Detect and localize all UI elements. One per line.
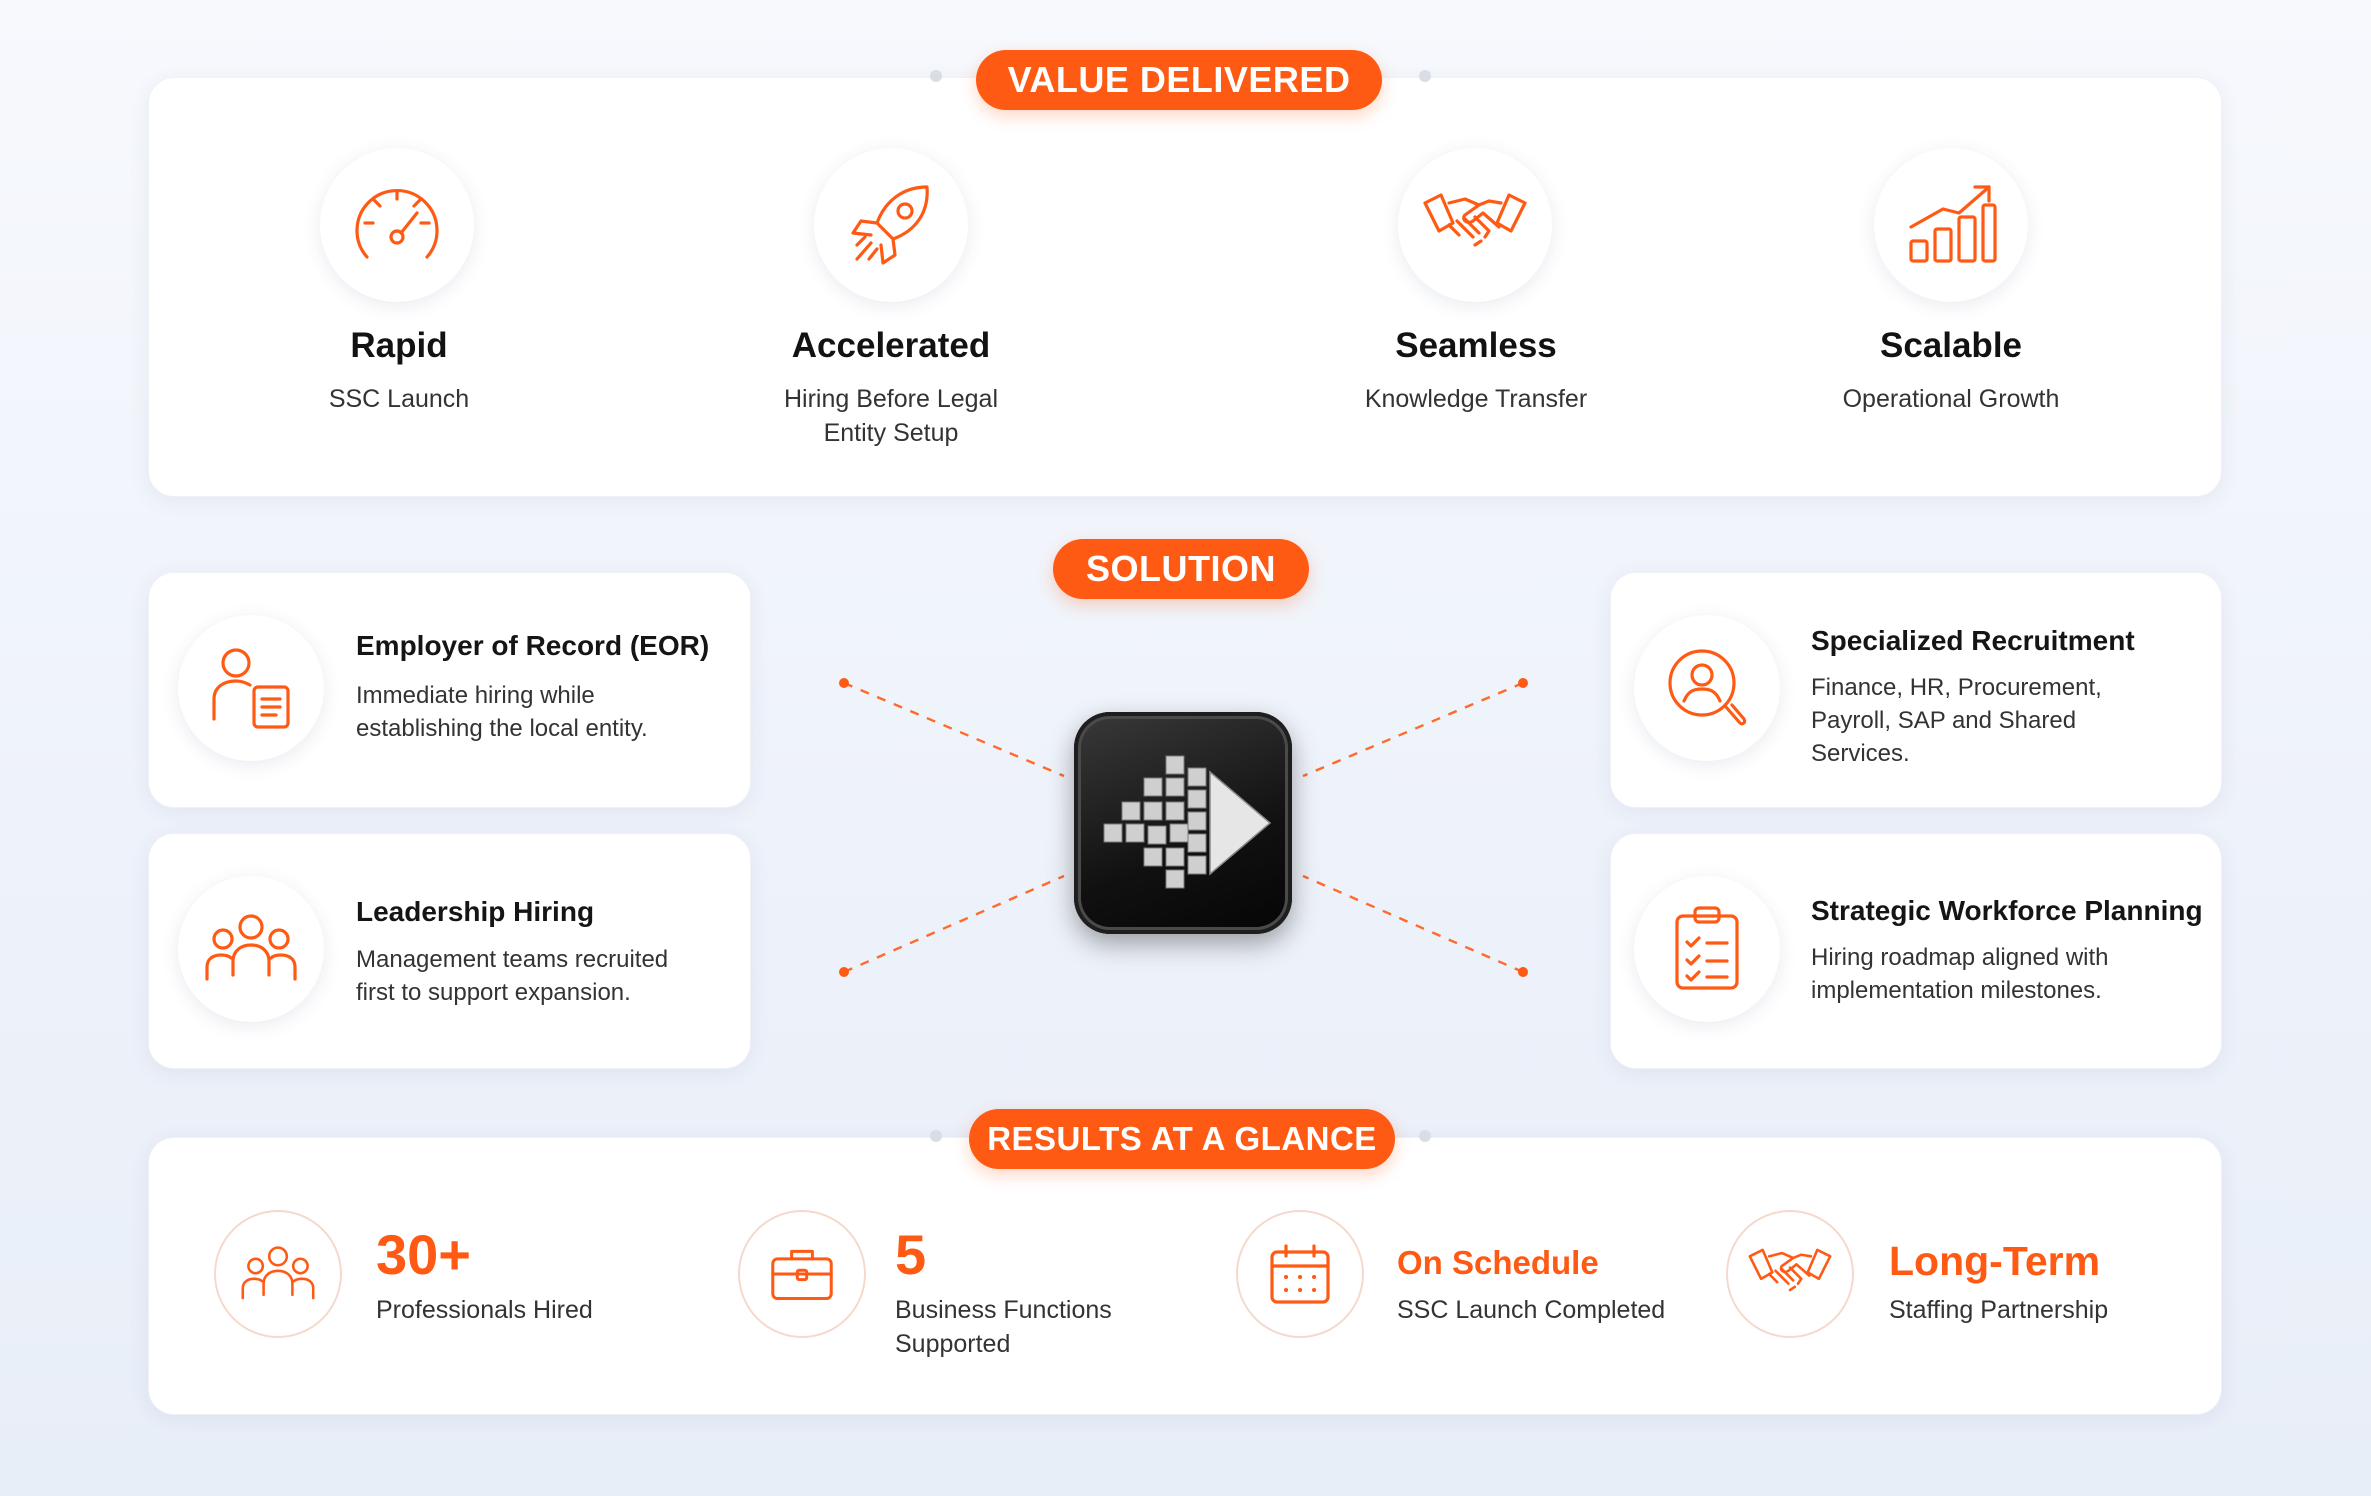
- solution-text: Finance, HR, Procurement, Payroll, SAP a…: [1811, 674, 2102, 767]
- solution-title: Specialized Recruitment: [1811, 625, 2135, 656]
- solution-card: [1610, 833, 2222, 1069]
- handshake-icon: [1398, 148, 1552, 302]
- solution-title: Strategic Workforce Planning: [1811, 895, 2203, 926]
- results-heading: RESULTS AT A GLANCE: [969, 1109, 1395, 1169]
- result-label: Staffing Partnership: [1889, 1296, 2109, 1324]
- value-subtitle: Hiring Before Legal Entity Setup: [783, 385, 998, 447]
- result-value: 5: [895, 1223, 927, 1286]
- value-title: Accelerated: [791, 326, 991, 365]
- value-delivered-heading: VALUE DELIVERED: [976, 50, 1382, 110]
- heading-line-dot: [930, 1130, 942, 1142]
- growth-chart-icon: [1874, 148, 2028, 302]
- heading-line-dot: [1419, 70, 1431, 82]
- solution-text: Hiring roadmap aligned with implementati…: [1811, 944, 2109, 1004]
- speedometer-icon: [320, 148, 474, 302]
- solution-text: Immediate hiring while establishing the …: [356, 682, 648, 742]
- heading-line-dot: [930, 70, 942, 82]
- solution-card: [148, 572, 751, 808]
- result-value: 30+: [376, 1223, 471, 1286]
- value-title: Rapid: [350, 326, 448, 365]
- value-subtitle: Operational Growth: [1842, 385, 2060, 413]
- rocket-icon: [814, 148, 968, 302]
- result-value: On Schedule: [1397, 1244, 1599, 1281]
- people-icon: [214, 1210, 342, 1338]
- solution-text: Management teams recruited first to supp…: [356, 946, 669, 1006]
- result-value: Long-Term: [1889, 1238, 2101, 1284]
- handshake-icon: [1726, 1210, 1854, 1338]
- person-document-icon: [178, 615, 324, 761]
- solution-heading: SOLUTION: [1053, 539, 1309, 599]
- person-search-icon: [1634, 615, 1780, 761]
- checklist-icon: [1634, 876, 1780, 1022]
- arrow-logo-icon: [1074, 712, 1292, 934]
- team-icon: [178, 876, 324, 1022]
- heading-line-dot: [1419, 1130, 1431, 1142]
- calendar-icon: [1236, 1210, 1364, 1338]
- value-title: Scalable: [1879, 326, 2023, 365]
- result-label: Business Functions Supported: [895, 1296, 1112, 1358]
- briefcase-icon: [738, 1210, 866, 1338]
- solution-title: Employer of Record (EOR): [356, 630, 710, 661]
- result-label: SSC Launch Completed: [1397, 1296, 1666, 1324]
- value-subtitle: Knowledge Transfer: [1364, 385, 1588, 413]
- result-label: Professionals Hired: [376, 1296, 593, 1324]
- value-delivered-card: [148, 77, 2222, 497]
- solution-title: Leadership Hiring: [356, 896, 595, 927]
- results-card: [148, 1137, 2222, 1415]
- value-title: Seamless: [1395, 326, 1557, 365]
- value-subtitle: SSC Launch: [328, 385, 470, 413]
